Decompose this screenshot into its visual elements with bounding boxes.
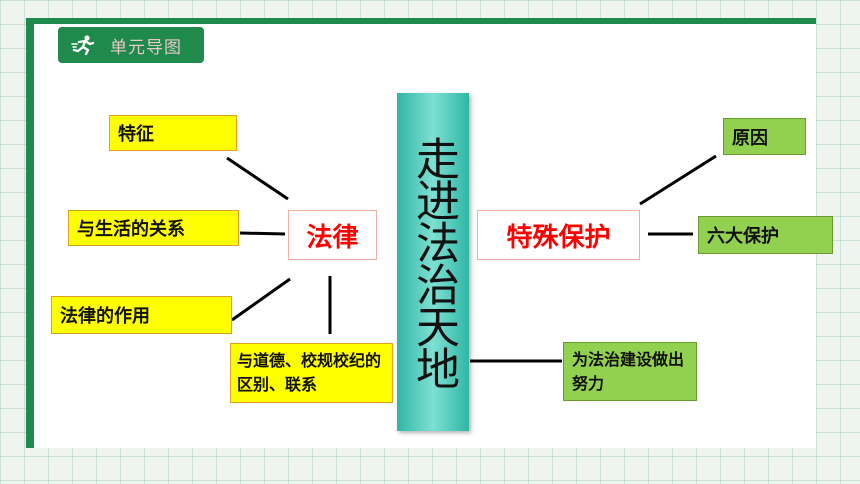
tag-label: 单元导图 xyxy=(110,37,182,58)
node-features: 特征 xyxy=(109,115,237,151)
node-law: 法律 xyxy=(288,210,377,260)
node-morality-relation: 与道德、校规校纪的区别、联系 xyxy=(230,343,393,403)
unit-map-tag: 单元导图 xyxy=(58,27,204,63)
frame-left-border xyxy=(26,18,34,448)
connector-features xyxy=(226,156,289,201)
node-effort: 为法治建设做出努力 xyxy=(563,342,697,401)
node-law-role: 法律的作用 xyxy=(51,296,232,334)
connector-reason xyxy=(639,154,717,206)
node-reason: 原因 xyxy=(723,118,806,155)
center-title-box: 走进法治天地 xyxy=(397,93,469,431)
node-six-protections: 六大保护 xyxy=(698,216,833,254)
connector-life xyxy=(239,231,286,236)
frame-top-border xyxy=(26,18,816,24)
center-title: 走进法治天地 xyxy=(408,136,459,388)
runner-icon xyxy=(71,35,95,56)
connector-role xyxy=(231,277,291,322)
node-relation-life: 与生活的关系 xyxy=(68,210,239,246)
node-special-protection: 特殊保护 xyxy=(477,210,640,260)
